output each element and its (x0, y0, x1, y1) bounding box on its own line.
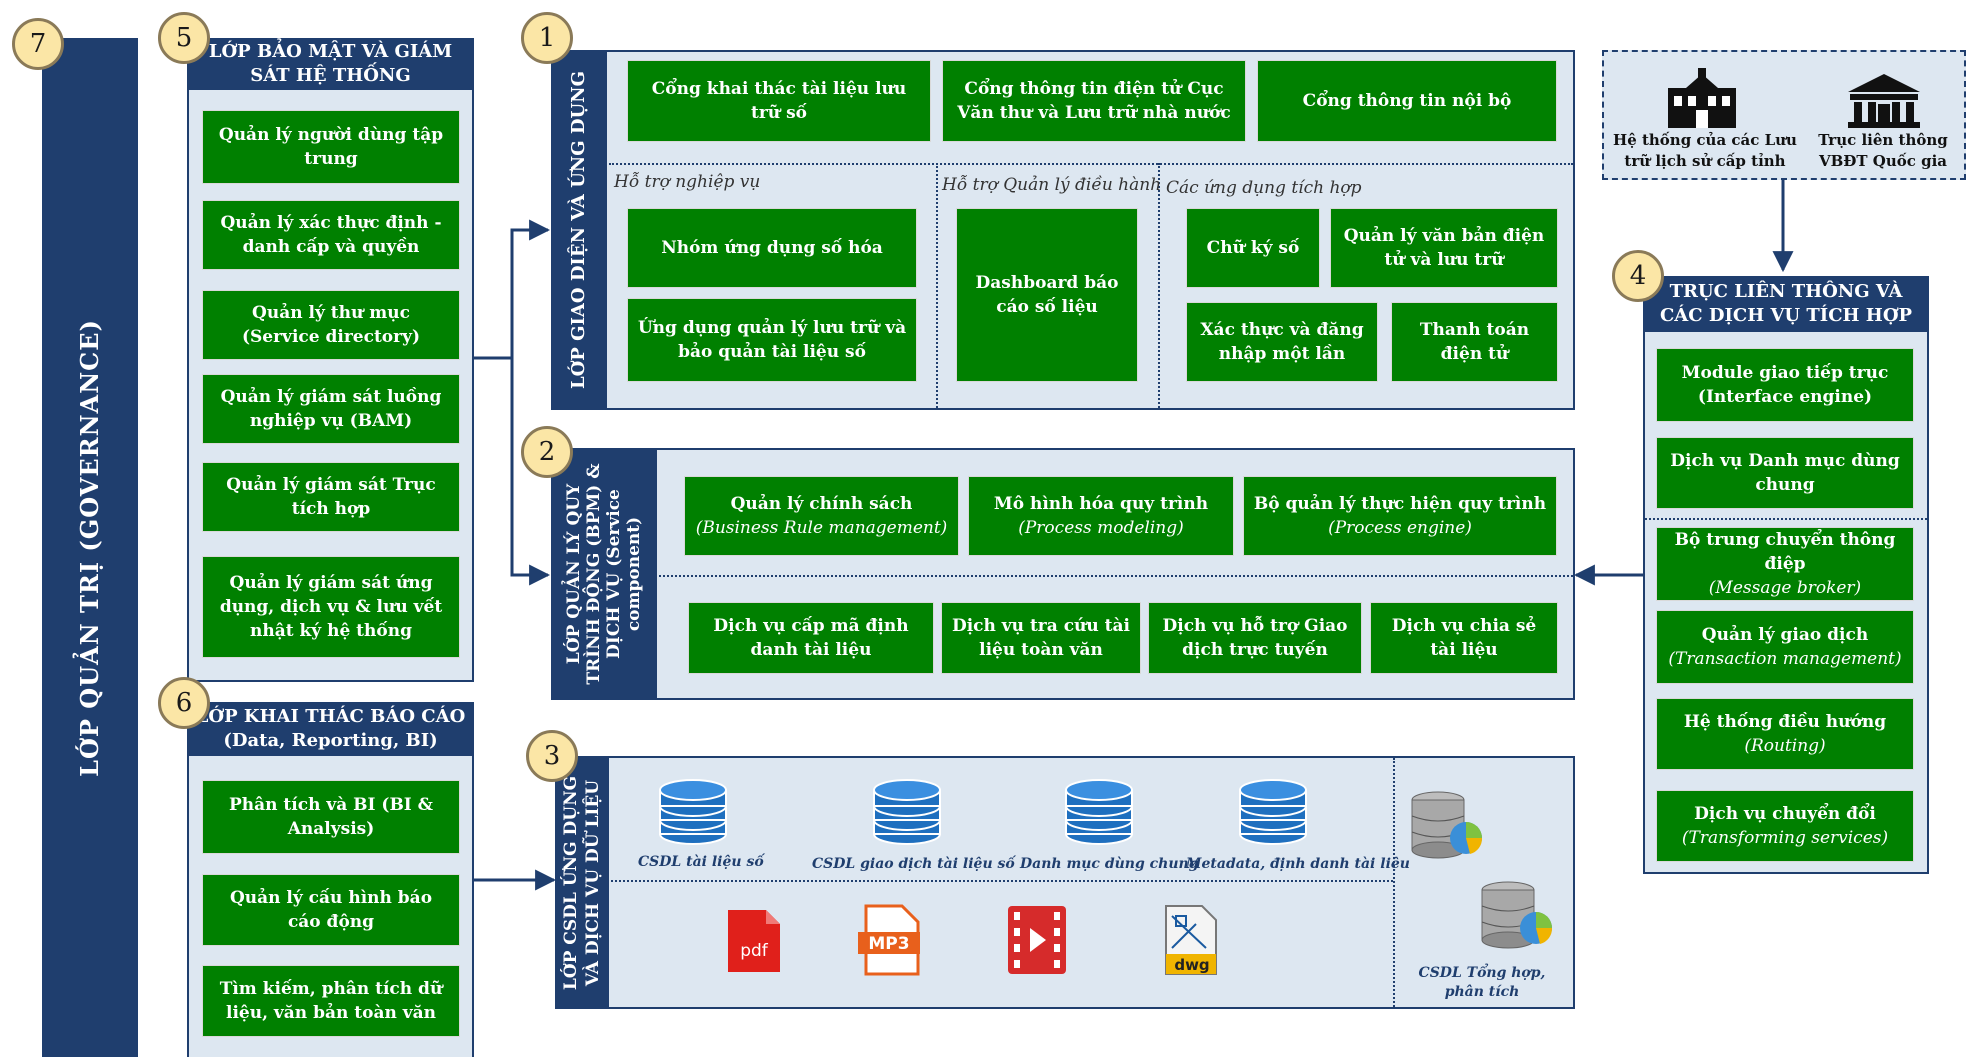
badge-6: 6 (158, 677, 210, 729)
security-to-bpm-arrow (510, 358, 551, 586)
svg-text:pdf: pdf (740, 941, 769, 961)
external-systems-box (1602, 50, 1966, 180)
security-item[interactable]: Quản lý người dùng tập trung (202, 110, 460, 184)
group-label-dieu-hanh: Hỗ trợ Quản lý điều hành (942, 175, 1162, 195)
db-label: Metadata, định danh tài liệu (1186, 856, 1410, 872)
archive-building-icon (1668, 68, 1736, 128)
external-system-label: Hệ thống của các Lưu trữ lịch sử cấp tỉn… (1613, 131, 1797, 170)
database-server-icon (1481, 881, 1553, 949)
security-to-app-arrow (472, 219, 551, 360)
svg-text:dwg: dwg (1174, 956, 1209, 974)
app-layer-title-bar: LỚP GIAO DIỆN VÀ ỨNG DỤNG (551, 50, 607, 410)
app-box[interactable]: Xác thực và đăng nhập một lần (1186, 302, 1378, 382)
badge-1: 1 (521, 12, 573, 64)
database-server-icon (1411, 791, 1483, 859)
security-item[interactable]: Quản lý giám sát luồng nghiệp vụ (BAM) (202, 374, 460, 444)
reporting-item[interactable]: Quản lý cấu hình báo cáo động (202, 874, 460, 946)
data-divider-v (1393, 758, 1395, 1007)
database-icon (1065, 779, 1133, 845)
integration-item[interactable]: Module giao tiếp trục (Interface engine) (1656, 348, 1914, 422)
integration-item[interactable]: Hệ thống điều hướng(Routing) (1656, 698, 1914, 770)
bpm-box[interactable]: Mô hình hóa quy trình(Process modeling) (968, 476, 1234, 556)
reporting-title: LỚP KHAI THÁC BÁO CÁO (Data, Reporting, … (187, 702, 474, 756)
app-box[interactable]: Dashboard báo cáo số liệu (956, 208, 1138, 382)
app-box[interactable]: Quản lý văn bản điện tử và lưu trữ (1330, 208, 1558, 288)
portal-box[interactable]: Cổng thông tin điện tử Cục Văn thư và Lư… (942, 60, 1246, 142)
security-title: LỚP BẢO MẬT VÀ GIÁM SÁT HỆ THỐNG (187, 38, 474, 90)
app-box[interactable]: Chữ ký số (1186, 208, 1320, 288)
reporting-item[interactable]: Tìm kiếm, phân tích dữ liệu, văn bản toà… (202, 965, 460, 1037)
app-divider-v1 (936, 163, 938, 408)
app-box[interactable]: Thanh toán điện tử (1391, 302, 1558, 382)
database-icon (873, 779, 941, 845)
security-item[interactable]: Quản lý giám sát ứng dụng, dịch vụ & lưu… (202, 556, 460, 658)
integration-item[interactable]: Dịch vụ Danh mục dùng chung (1656, 437, 1914, 509)
integration-title: TRỤC LIÊN THÔNG VÀ CÁC DỊCH VỤ TÍCH HỢP (1643, 276, 1929, 332)
app-box[interactable]: Nhóm ứng dụng số hóa (627, 208, 917, 288)
bpm-service-box[interactable]: Dịch vụ chia sẻ tài liệu (1370, 602, 1558, 674)
bpm-box[interactable]: Quản lý chính sách(Business Rule managem… (684, 476, 959, 556)
integration-item[interactable]: Bộ trung chuyển thông điệp (Message brok… (1656, 527, 1914, 601)
dwg-file-icon: dwg (1165, 905, 1217, 975)
governance-title: LỚP QUẢN TRỊ (GOVERNANCE) (75, 318, 104, 777)
reporting-item[interactable]: Phân tích và BI (BI & Analysis) (202, 780, 460, 854)
data-layer-title-bar: LỚP CSDL ỨNG DỤNG VÀ DỊCH VỤ DỮ LIỆU (555, 756, 609, 1009)
badge-7: 7 (12, 18, 64, 70)
bpm-divider-h (659, 575, 1573, 577)
security-item[interactable]: Quản lý giám sát Trục tích hợp (202, 462, 460, 532)
bpm-service-box[interactable]: Dịch vụ hỗ trợ Giao dịch trực tuyến (1148, 602, 1362, 674)
badge-4: 4 (1612, 250, 1664, 302)
bpm-layer-title: LỚP QUẢN LÝ QUY TRÌNH ĐỘNG (BPM) & DỊCH … (564, 463, 644, 685)
summary-db-label: CSDL Tổng hợp, phân tích (1418, 965, 1546, 1000)
db-label: CSDL giao dịch tài liệu số (812, 856, 1015, 872)
mp3-file-icon: MP3 (858, 904, 920, 976)
group-label-tich-hop: Các ứng dụng tích hợp (1166, 178, 1362, 198)
database-icon (659, 779, 727, 845)
db-label: Danh mục dùng chung (1020, 856, 1199, 872)
badge-5: 5 (158, 12, 210, 64)
integration-item[interactable]: Dịch vụ chuyển đổi(Transforming services… (1656, 790, 1914, 862)
security-item[interactable]: Quản lý xác thực định - danh cấp và quyề… (202, 200, 460, 270)
portal-box[interactable]: Cổng khai thác tài liệu lưu trữ số (627, 60, 931, 142)
app-divider-v2 (1158, 163, 1160, 408)
integration-divider-h (1645, 518, 1927, 520)
group-label-nghiep-vu: Hỗ trợ nghiệp vụ (614, 172, 761, 192)
app-box[interactable]: Ứng dụng quản lý lưu trữ và bảo quản tài… (627, 298, 917, 382)
app-layer-title: LỚP GIAO DIỆN VÀ ỨNG DỤNG (568, 70, 589, 390)
integration-item[interactable]: Quản lý giao dịch(Transaction management… (1656, 610, 1914, 684)
badge-2: 2 (521, 426, 573, 478)
governance-layer: LỚP QUẢN TRỊ (GOVERNANCE) (42, 38, 138, 1057)
video-file-icon (1008, 906, 1066, 974)
db-label: CSDL tài liệu số (638, 854, 764, 870)
data-divider-h (611, 880, 1393, 882)
pdf-file-icon: pdf (728, 910, 780, 972)
badge-3: 3 (526, 730, 578, 782)
government-building-icon (1848, 74, 1920, 128)
bpm-service-box[interactable]: Dịch vụ cấp mã định danh tài liệu (688, 602, 934, 674)
data-layer-title: LỚP CSDL ỨNG DỤNG VÀ DỊCH VỤ DỮ LIỆU (561, 775, 603, 990)
svg-text:MP3: MP3 (868, 934, 909, 954)
portal-box[interactable]: Cổng thông tin nội bộ (1257, 60, 1557, 142)
external-system-label: Trục liên thông VBĐT Quốc gia (1818, 131, 1948, 170)
bpm-box[interactable]: Bộ quản lý thực hiện quy trình(Process e… (1243, 476, 1557, 556)
bpm-service-box[interactable]: Dịch vụ tra cứu tài liệu toàn văn (941, 602, 1141, 674)
app-divider-h (609, 163, 1573, 165)
database-icon (1239, 779, 1307, 845)
bpm-layer-title-bar: LỚP QUẢN LÝ QUY TRÌNH ĐỘNG (BPM) & DỊCH … (551, 448, 657, 700)
security-item[interactable]: Quản lý thư mục (Service directory) (202, 290, 460, 360)
